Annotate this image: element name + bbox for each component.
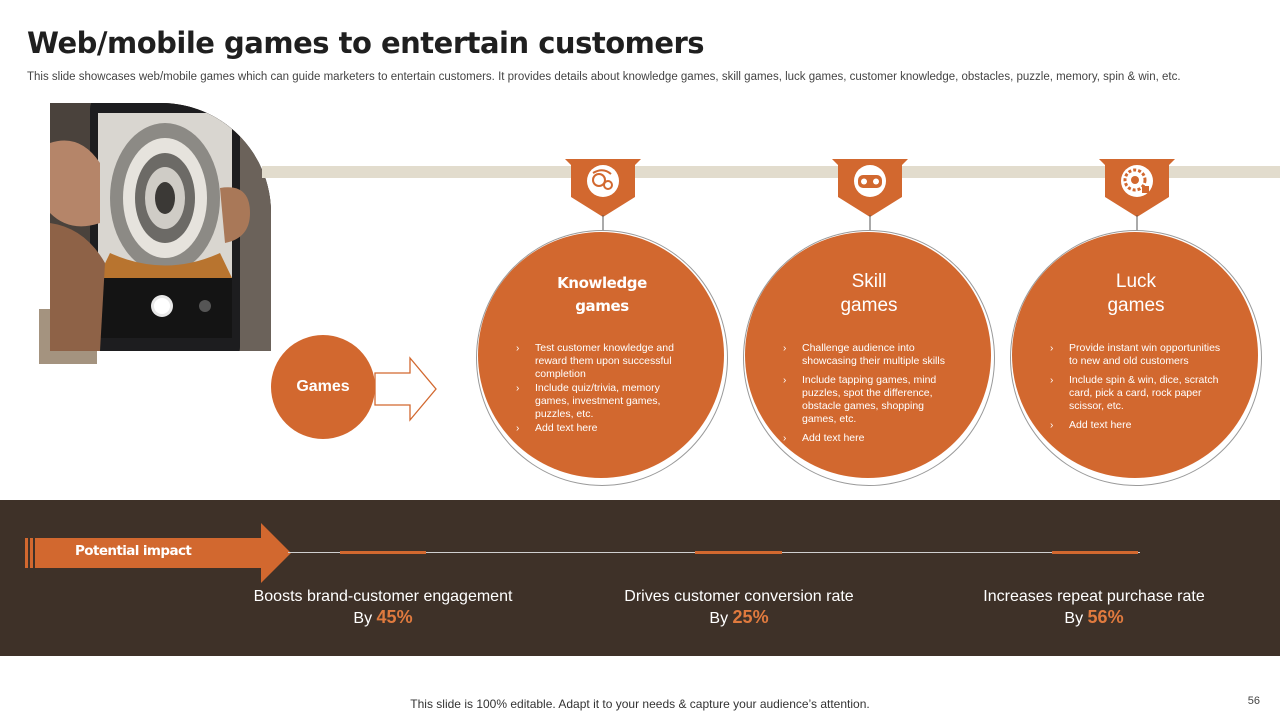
card-disc (1012, 232, 1258, 478)
impact-accent-segment (1052, 551, 1138, 554)
list-item: ›Add text here (516, 422, 598, 434)
card-title: Luck games (1107, 271, 1165, 316)
card-outline-ring (476, 230, 728, 486)
card-title: Knowledge games (557, 274, 647, 315)
list-item: ›Include quiz/trivia, memory games, inve… (516, 382, 661, 420)
card-bullet-list: ›Provide instant win opportunities to ne… (1050, 342, 1222, 433)
knowledge-games-card: Knowledge games ›Test customer knowledge… (476, 230, 728, 486)
list-item: ›Add text here (783, 432, 865, 444)
card-bullet-list: ›Challenge audience into showcasing thei… (783, 342, 955, 446)
games-hub-circle: Games (271, 335, 375, 439)
gamepad-icon (832, 159, 908, 231)
list-item: ›Provide instant win opportunities to ne… (1050, 342, 1221, 367)
slide-footer: This slide is 100% editable. Adapt it to… (410, 697, 870, 711)
chevron-right-icon: › (1050, 375, 1054, 386)
chevron-right-icon: › (1050, 343, 1054, 354)
list-item: ›Test customer knowledge and reward them… (516, 342, 674, 380)
skill-games-card: Skill games ›Challenge audience into sho… (743, 230, 995, 486)
impact-percent: 56% (1087, 607, 1124, 627)
card-bullet-list: ›Test customer knowledge and reward them… (516, 342, 688, 436)
impact-label: Potential impact (75, 543, 192, 559)
list-item: ›Add text here (1050, 419, 1132, 431)
roulette-dice-icon (1099, 159, 1175, 231)
games-hub-label: Games (296, 378, 350, 395)
impact-percent: 45% (376, 607, 413, 627)
impact-metric-engagement: Boosts brand-customer engagement By 45% (253, 588, 513, 627)
luck-games-card: Luck games ›Provide instant win opportun… (1010, 230, 1262, 486)
card-title: Skill games (840, 271, 898, 316)
chevron-right-icon: › (516, 423, 520, 434)
slide-subtitle: This slide showcases web/mobile games wh… (27, 71, 1181, 83)
card-outline-ring (1010, 230, 1262, 486)
list-item: ›Include spin & win, dice, scratch card,… (1050, 374, 1219, 412)
phone-photo (50, 103, 271, 351)
right-arrow-icon (374, 356, 437, 422)
slide-title: Web/mobile games to entertain customers (27, 26, 705, 60)
list-item: ›Include tapping games, mind puzzles, sp… (783, 374, 937, 425)
impact-metric-repeat-purchase: Increases repeat purchase rate By 56% (983, 588, 1205, 627)
impact-accent-segment (695, 551, 782, 554)
impact-band (0, 500, 1280, 656)
top-timeline-band (262, 166, 1280, 178)
chevron-right-icon: › (1050, 420, 1054, 431)
chevron-right-icon: › (783, 375, 787, 386)
chevron-right-icon: › (516, 343, 520, 354)
chevron-right-icon: › (783, 433, 787, 444)
impact-percent: 25% (732, 607, 769, 627)
phone-in-hand-image (50, 103, 271, 351)
impact-metric-conversion: Drives customer conversion rate By 25% (624, 588, 854, 627)
page-number: 56 (1247, 695, 1260, 707)
chevron-right-icon: › (516, 383, 520, 394)
list-item: ›Challenge audience into showcasing thei… (783, 342, 945, 367)
card-outline-ring (743, 230, 995, 486)
impact-arrow-icon (25, 523, 291, 583)
brain-gears-icon (565, 159, 641, 231)
card-disc (745, 232, 991, 478)
card-disc (478, 232, 724, 478)
impact-accent-segment (340, 551, 426, 554)
chevron-right-icon: › (783, 343, 787, 354)
